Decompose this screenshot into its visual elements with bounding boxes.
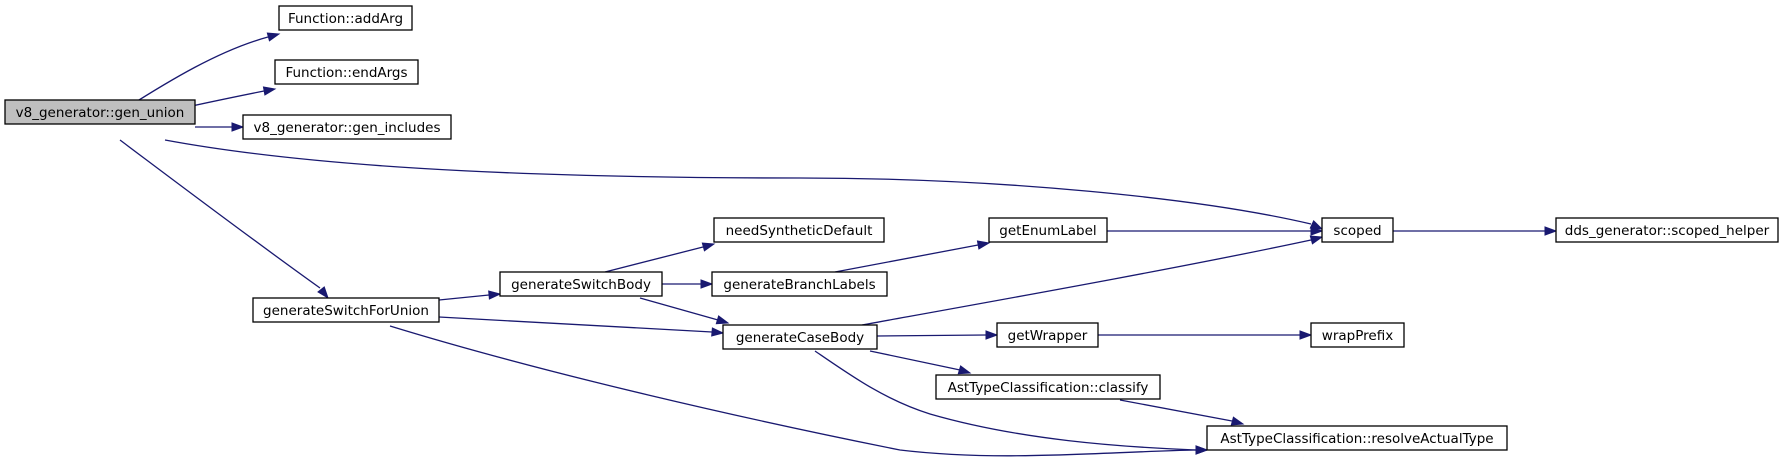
edge-classify-to-resolveActualType [1119,399,1245,426]
arrowhead-icon [266,32,281,42]
arrowhead-icon [231,122,245,132]
edge-getEnumLabel-to-scoped [1107,226,1324,236]
arrowhead-icon [1310,226,1324,236]
node-box [713,217,885,243]
edge-getWrapper-to-wrapPrefix [1098,330,1313,340]
edge-line [438,316,713,333]
node-scoped_helper[interactable]: dds_generator::scoped_helper [1555,217,1779,243]
node-endArgs[interactable]: Function::endArgs [274,59,419,85]
node-getWrapper[interactable]: getWrapper [996,322,1099,348]
node-label: generateBranchLabels [723,277,875,293]
arrowhead-icon [1309,235,1324,245]
node-generateSwitchForUnion[interactable]: generateSwitchForUnion [252,297,440,323]
node-box [711,271,888,297]
node-label: v8_generator::gen_union [16,105,185,121]
edge-line [389,325,1197,457]
node-box [278,5,413,31]
node-box [274,59,419,85]
arrowhead-icon [976,240,991,250]
node-generateCaseBody[interactable]: generateCaseBody [722,324,878,350]
arrowhead-icon [701,242,716,252]
node-label: generateSwitchForUnion [263,303,429,319]
node-box [996,322,1099,348]
node-wrapPrefix[interactable]: wrapPrefix [1310,322,1405,348]
node-label: v8_generator::gen_includes [254,120,441,136]
node-classify[interactable]: AstTypeClassification::classify [935,374,1161,400]
edge-generateCaseBody-to-getWrapper [876,330,999,340]
edge-generateCaseBody-to-classify [869,350,972,375]
edge-scoped-to-scoped_helper [1393,226,1558,236]
edge-line [164,139,1312,225]
edge-gen_union-to-scoped [164,139,1324,230]
edge-line [834,244,979,273]
edge-generateCaseBody-to-scoped [861,235,1324,326]
arrowhead-icon [957,365,972,375]
edge-line [639,297,719,321]
edge-generateSwitchBody-to-generateCaseBody [639,297,730,325]
edge-generateSwitchForUnion-to-generateSwitchBody [438,290,502,301]
node-box [935,374,1161,400]
node-generateBranchLabels[interactable]: generateBranchLabels [711,271,888,297]
arrowhead-icon [317,286,329,300]
edge-line [1119,399,1233,422]
node-scoped[interactable]: scoped [1321,217,1394,243]
edge-generateSwitchBody-to-needSyntheticDefault [604,242,716,273]
node-needSyntheticDefault[interactable]: needSyntheticDefault [713,217,885,243]
edge-generateBranchLabels-to-getEnumLabel [834,240,991,273]
edge-generateCaseBody-to-resolveActualType [814,350,1209,455]
edge-gen_union-to-gen_includes [195,122,245,132]
arrowhead-icon [1195,445,1209,455]
edge-line [869,350,961,371]
node-label: generateSwitchBody [511,277,651,293]
edges-layer [119,32,1558,457]
node-box [988,217,1108,243]
node-label: getWrapper [1008,328,1088,344]
node-getEnumLabel[interactable]: getEnumLabel [988,217,1108,243]
node-box [1206,425,1508,451]
node-label: Function::endArgs [285,65,407,81]
node-box [252,297,440,323]
arrowhead-icon [711,327,725,337]
arrowhead-icon [488,290,502,300]
edge-line [119,139,321,289]
edge-generateSwitchForUnion-to-generateCaseBody [438,316,725,337]
node-label: needSyntheticDefault [726,223,873,239]
node-box [242,114,452,140]
arrowhead-icon [1544,226,1558,236]
arrowhead-icon [985,330,999,340]
node-label: wrapPrefix [1322,328,1393,344]
edge-line [861,239,1312,326]
edge-line [876,334,987,337]
edge-gen_union-to-generateSwitchForUnion [119,139,329,300]
node-box [1555,217,1779,243]
node-gen_union: v8_generator::gen_union [4,99,196,125]
node-label: AstTypeClassification::resolveActualType [1220,431,1493,447]
node-box [1310,322,1405,348]
node-box [722,324,878,350]
edge-line [814,350,1197,451]
node-box [1321,217,1394,243]
node-label: AstTypeClassification::classify [948,380,1149,396]
edge-line [604,246,704,273]
arrowhead-icon [1299,330,1313,340]
nodes-layer: v8_generator::gen_union Function::addArgF… [4,5,1779,451]
arrowhead-icon [715,315,730,325]
node-label: Function::addArg [288,11,403,27]
node-gen_includes[interactable]: v8_generator::gen_includes [242,114,452,140]
arrowhead-icon [1230,416,1245,426]
node-label: getEnumLabel [999,223,1096,239]
node-box [499,271,663,297]
edge-line [438,294,490,301]
node-addArg[interactable]: Function::addArg [278,5,413,31]
node-generateSwitchBody[interactable]: generateSwitchBody [499,271,663,297]
arrowhead-icon [700,279,714,289]
node-label: generateCaseBody [736,330,864,346]
node-resolveActualType[interactable]: AstTypeClassification::resolveActualType [1206,425,1508,451]
node-box [4,99,196,125]
edge-generateSwitchBody-to-generateBranchLabels [662,279,714,289]
arrowhead-icon [262,86,277,96]
node-label: scoped [1333,223,1381,239]
node-label: dds_generator::scoped_helper [1565,223,1770,239]
